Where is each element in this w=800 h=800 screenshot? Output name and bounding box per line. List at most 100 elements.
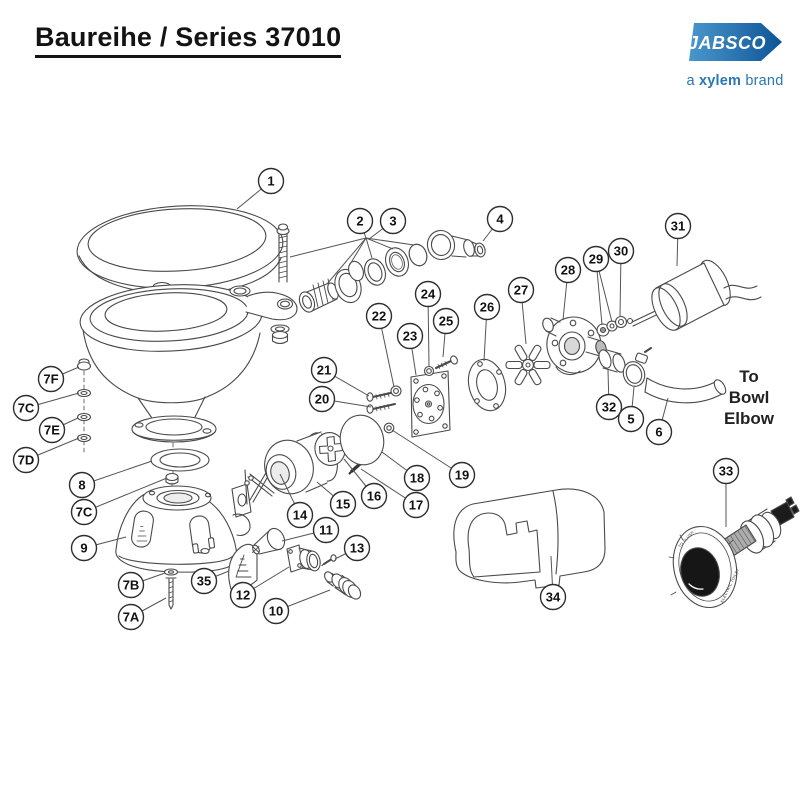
macerator-blades bbox=[244, 469, 275, 505]
callout-35: 35 bbox=[190, 567, 218, 595]
svg-text:20: 20 bbox=[315, 392, 329, 407]
svg-text:31: 31 bbox=[671, 219, 685, 234]
svg-text:32: 32 bbox=[602, 400, 616, 415]
svg-text:1: 1 bbox=[267, 174, 274, 189]
callout-7B: 7B bbox=[117, 571, 145, 599]
callout-6: 6 bbox=[645, 418, 673, 446]
callout-10: 10 bbox=[262, 597, 290, 625]
diaphragm-oval bbox=[339, 414, 385, 466]
svg-text:17: 17 bbox=[409, 498, 423, 513]
toilet-seat-lid bbox=[76, 205, 284, 295]
svg-text:5: 5 bbox=[627, 412, 634, 427]
svg-text:30: 30 bbox=[614, 244, 628, 259]
callout-17: 17 bbox=[402, 491, 430, 519]
svg-text:12: 12 bbox=[236, 588, 250, 603]
spacer-sleeve bbox=[598, 349, 626, 373]
mounting-screws bbox=[366, 391, 396, 414]
svg-text:9: 9 bbox=[80, 541, 87, 556]
callout-20: 20 bbox=[308, 385, 336, 413]
callout-11: 11 bbox=[312, 516, 340, 544]
switch-knob bbox=[680, 547, 720, 597]
inlet-elbow bbox=[426, 229, 486, 261]
callout-22: 22 bbox=[365, 302, 393, 330]
drain-plug bbox=[324, 571, 362, 600]
callout-7C: 7C bbox=[70, 498, 98, 526]
motor-base-housing bbox=[115, 483, 252, 573]
callout-27: 27 bbox=[507, 276, 535, 304]
svg-text:4: 4 bbox=[496, 212, 504, 227]
callout-7A: 7A bbox=[117, 603, 145, 631]
fan-lines bbox=[289, 237, 415, 285]
svg-text:34: 34 bbox=[546, 590, 561, 605]
callout-7C: 7C bbox=[12, 394, 40, 422]
svg-text:8: 8 bbox=[78, 478, 85, 493]
motor-wires bbox=[723, 284, 762, 301]
callout-29: 29 bbox=[582, 245, 610, 273]
svg-text:16: 16 bbox=[367, 489, 381, 504]
svg-text:28: 28 bbox=[561, 263, 575, 278]
svg-text:22: 22 bbox=[372, 309, 386, 324]
seat-hinge-bolt bbox=[276, 223, 290, 283]
callout-23: 23 bbox=[396, 322, 424, 350]
callout-3: 3 bbox=[379, 207, 407, 235]
pump-gasket bbox=[467, 358, 507, 412]
callout-14: 14 bbox=[286, 501, 314, 529]
logo-flag-shape bbox=[689, 23, 782, 61]
jabsco-flag: JABSCO bbox=[688, 23, 782, 61]
mounting-nut bbox=[165, 472, 179, 485]
svg-text:35: 35 bbox=[197, 574, 211, 589]
elbow-screw bbox=[321, 554, 337, 567]
motor bbox=[651, 259, 731, 331]
seat-bolt-stack bbox=[76, 358, 92, 456]
logo-brand-text: JABSCO bbox=[688, 33, 766, 53]
svg-text:7F: 7F bbox=[43, 372, 58, 387]
callout-4: 4 bbox=[486, 205, 514, 233]
svg-text:21: 21 bbox=[317, 363, 331, 378]
plate-screw bbox=[434, 355, 458, 370]
svg-text:14: 14 bbox=[293, 508, 308, 523]
callout-16: 16 bbox=[360, 482, 388, 510]
svg-text:27: 27 bbox=[514, 283, 528, 298]
svg-text:6: 6 bbox=[655, 425, 662, 440]
pump-body bbox=[542, 316, 607, 376]
hose-clamp bbox=[622, 347, 652, 387]
svg-text:29: 29 bbox=[589, 252, 603, 267]
svg-text:2: 2 bbox=[356, 214, 363, 229]
callout-34: 34 bbox=[539, 583, 567, 611]
callout-7D: 7D bbox=[12, 446, 40, 474]
joker-valve bbox=[252, 527, 286, 555]
callout-1: 1 bbox=[257, 167, 285, 195]
svg-text:23: 23 bbox=[403, 329, 417, 344]
control-switch: TO FLUSH ELECTRIC TOILET bbox=[668, 496, 800, 609]
svg-text:15: 15 bbox=[336, 497, 350, 512]
callout-13: 13 bbox=[343, 534, 371, 562]
callout-12: 12 bbox=[229, 581, 257, 609]
callout-25: 25 bbox=[432, 307, 460, 335]
callout-28: 28 bbox=[554, 256, 582, 284]
page-title: Baureihe / Series 37010 bbox=[35, 22, 342, 58]
svg-text:7C: 7C bbox=[18, 401, 35, 416]
callout-9: 9 bbox=[70, 534, 98, 562]
svg-text:3: 3 bbox=[389, 214, 396, 229]
callout-7F: 7F bbox=[37, 365, 65, 393]
impeller bbox=[505, 344, 551, 386]
callout-26: 26 bbox=[473, 293, 501, 321]
svg-text:7A: 7A bbox=[123, 610, 140, 625]
callout-8: 8 bbox=[68, 471, 96, 499]
svg-text:10: 10 bbox=[269, 604, 283, 619]
callout-21: 21 bbox=[310, 356, 338, 384]
svg-text:7C: 7C bbox=[76, 505, 93, 520]
tagline-prefix: a bbox=[686, 73, 695, 89]
svg-text:18: 18 bbox=[410, 471, 424, 486]
shaft-washer bbox=[383, 422, 395, 434]
svg-text:24: 24 bbox=[421, 287, 436, 302]
callout-18: 18 bbox=[403, 464, 431, 492]
plate-washer bbox=[390, 385, 402, 397]
svg-text:19: 19 bbox=[455, 468, 469, 483]
tagline-suffix: brand bbox=[745, 73, 784, 89]
drive-coupling bbox=[314, 432, 346, 466]
